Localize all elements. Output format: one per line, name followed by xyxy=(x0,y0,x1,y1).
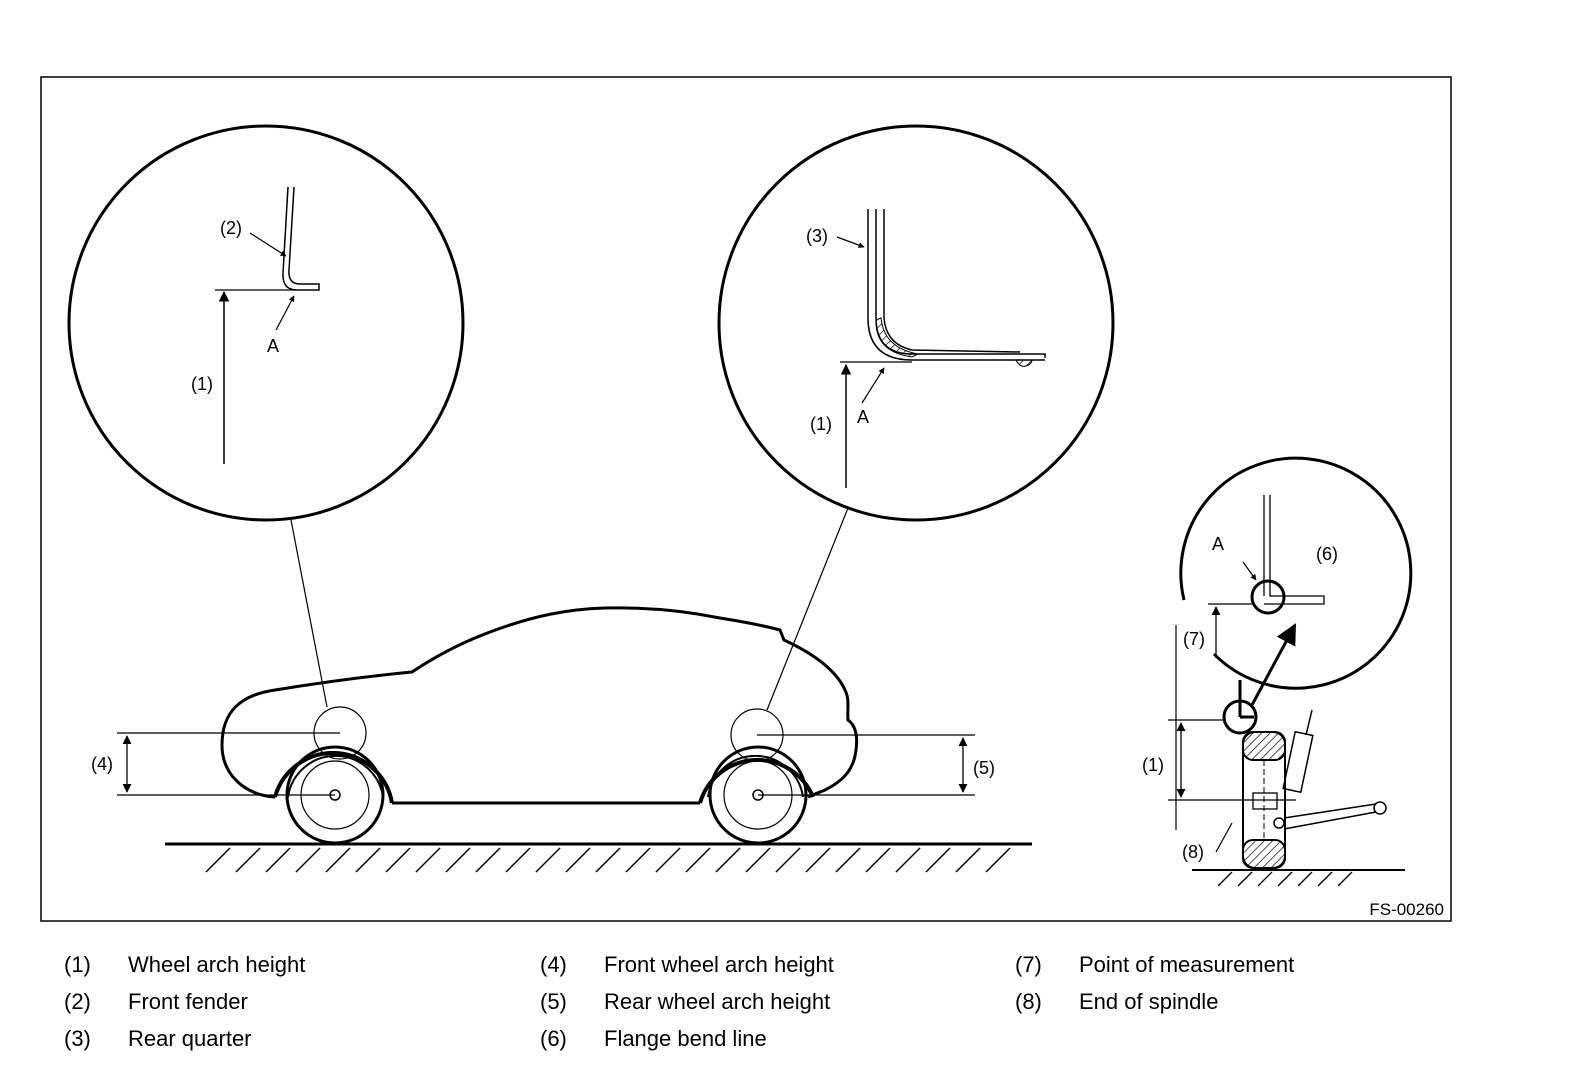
front-wheel-arch xyxy=(273,751,394,804)
legend-number: (6) xyxy=(540,1026,567,1051)
legend-number: (7) xyxy=(1015,952,1042,977)
legend-text: Point of measurement xyxy=(1079,952,1295,977)
legend-number: (1) xyxy=(64,952,91,977)
legend-text: Front fender xyxy=(128,989,248,1014)
label-front-wheel-arch-height: (4) xyxy=(91,754,113,774)
front-zoom-leader xyxy=(290,519,328,708)
control-arm xyxy=(1273,801,1387,830)
legend-number: (4) xyxy=(540,952,567,977)
label-point-a-front: A xyxy=(267,336,279,356)
legend-text: Rear wheel arch height xyxy=(604,989,831,1014)
legend-text: Flange bend line xyxy=(604,1026,767,1051)
rear-quarter-panel xyxy=(867,209,1045,361)
legend-number: (8) xyxy=(1015,989,1042,1014)
label-rear-quarter: (3) xyxy=(806,226,828,246)
legend-text: Wheel arch height xyxy=(128,952,306,977)
flange-detail-circle xyxy=(1179,456,1413,690)
legend-text: Front wheel arch height xyxy=(604,952,834,977)
label-front-fender: (2) xyxy=(220,218,242,238)
flange-end-hatched xyxy=(1015,359,1033,367)
label-point-a-detail: A xyxy=(1212,534,1224,554)
label-end-of-spindle: (8) xyxy=(1182,842,1204,862)
rear-arch-dimension xyxy=(757,734,975,796)
legend-text: Rear quarter xyxy=(128,1026,252,1051)
front-fender-detail xyxy=(67,124,465,522)
label-point-a-rear: A xyxy=(857,407,869,427)
label-flange-bend-line: (6) xyxy=(1316,544,1338,564)
measurement-point-detail xyxy=(1168,456,1413,887)
legend-number: (5) xyxy=(540,989,567,1014)
flange-bend-point xyxy=(1250,579,1286,615)
figure-code: FS-00260 xyxy=(1369,900,1444,919)
wheel-arch-height-diagram: (2) A (1) (3) A (1) (4) (5) A (6) (7) (1… xyxy=(40,76,1452,922)
label-wheel-arch-height-detail: (1) xyxy=(1142,755,1164,775)
label-point-of-measurement: (7) xyxy=(1183,629,1205,649)
label-wheel-arch-height-rear: (1) xyxy=(810,414,832,434)
legend: (1) Wheel arch height (2) Front fender (… xyxy=(0,946,1584,1066)
front-arch-dimension xyxy=(117,732,340,796)
legend-text: End of spindle xyxy=(1079,989,1219,1014)
ground-hatching xyxy=(205,847,1011,873)
spindle-end xyxy=(1252,792,1278,810)
zoom-arrow xyxy=(1250,623,1297,706)
label-wheel-arch-height-front: (1) xyxy=(191,374,213,394)
figure-frame xyxy=(40,76,1452,922)
front-fender-panel xyxy=(282,186,320,291)
rear-zoom-leader xyxy=(766,507,849,711)
vehicle-side-view xyxy=(117,507,1032,873)
legend-number: (2) xyxy=(64,989,91,1014)
wheel-cross-section xyxy=(1242,731,1286,869)
shock-absorber xyxy=(1282,709,1314,794)
legend-number: (3) xyxy=(64,1026,91,1051)
rear-quarter-detail xyxy=(717,124,1115,522)
label-rear-wheel-arch-height: (5) xyxy=(973,758,995,778)
sealer-hatched xyxy=(875,317,920,358)
car-body-outline xyxy=(220,606,859,799)
